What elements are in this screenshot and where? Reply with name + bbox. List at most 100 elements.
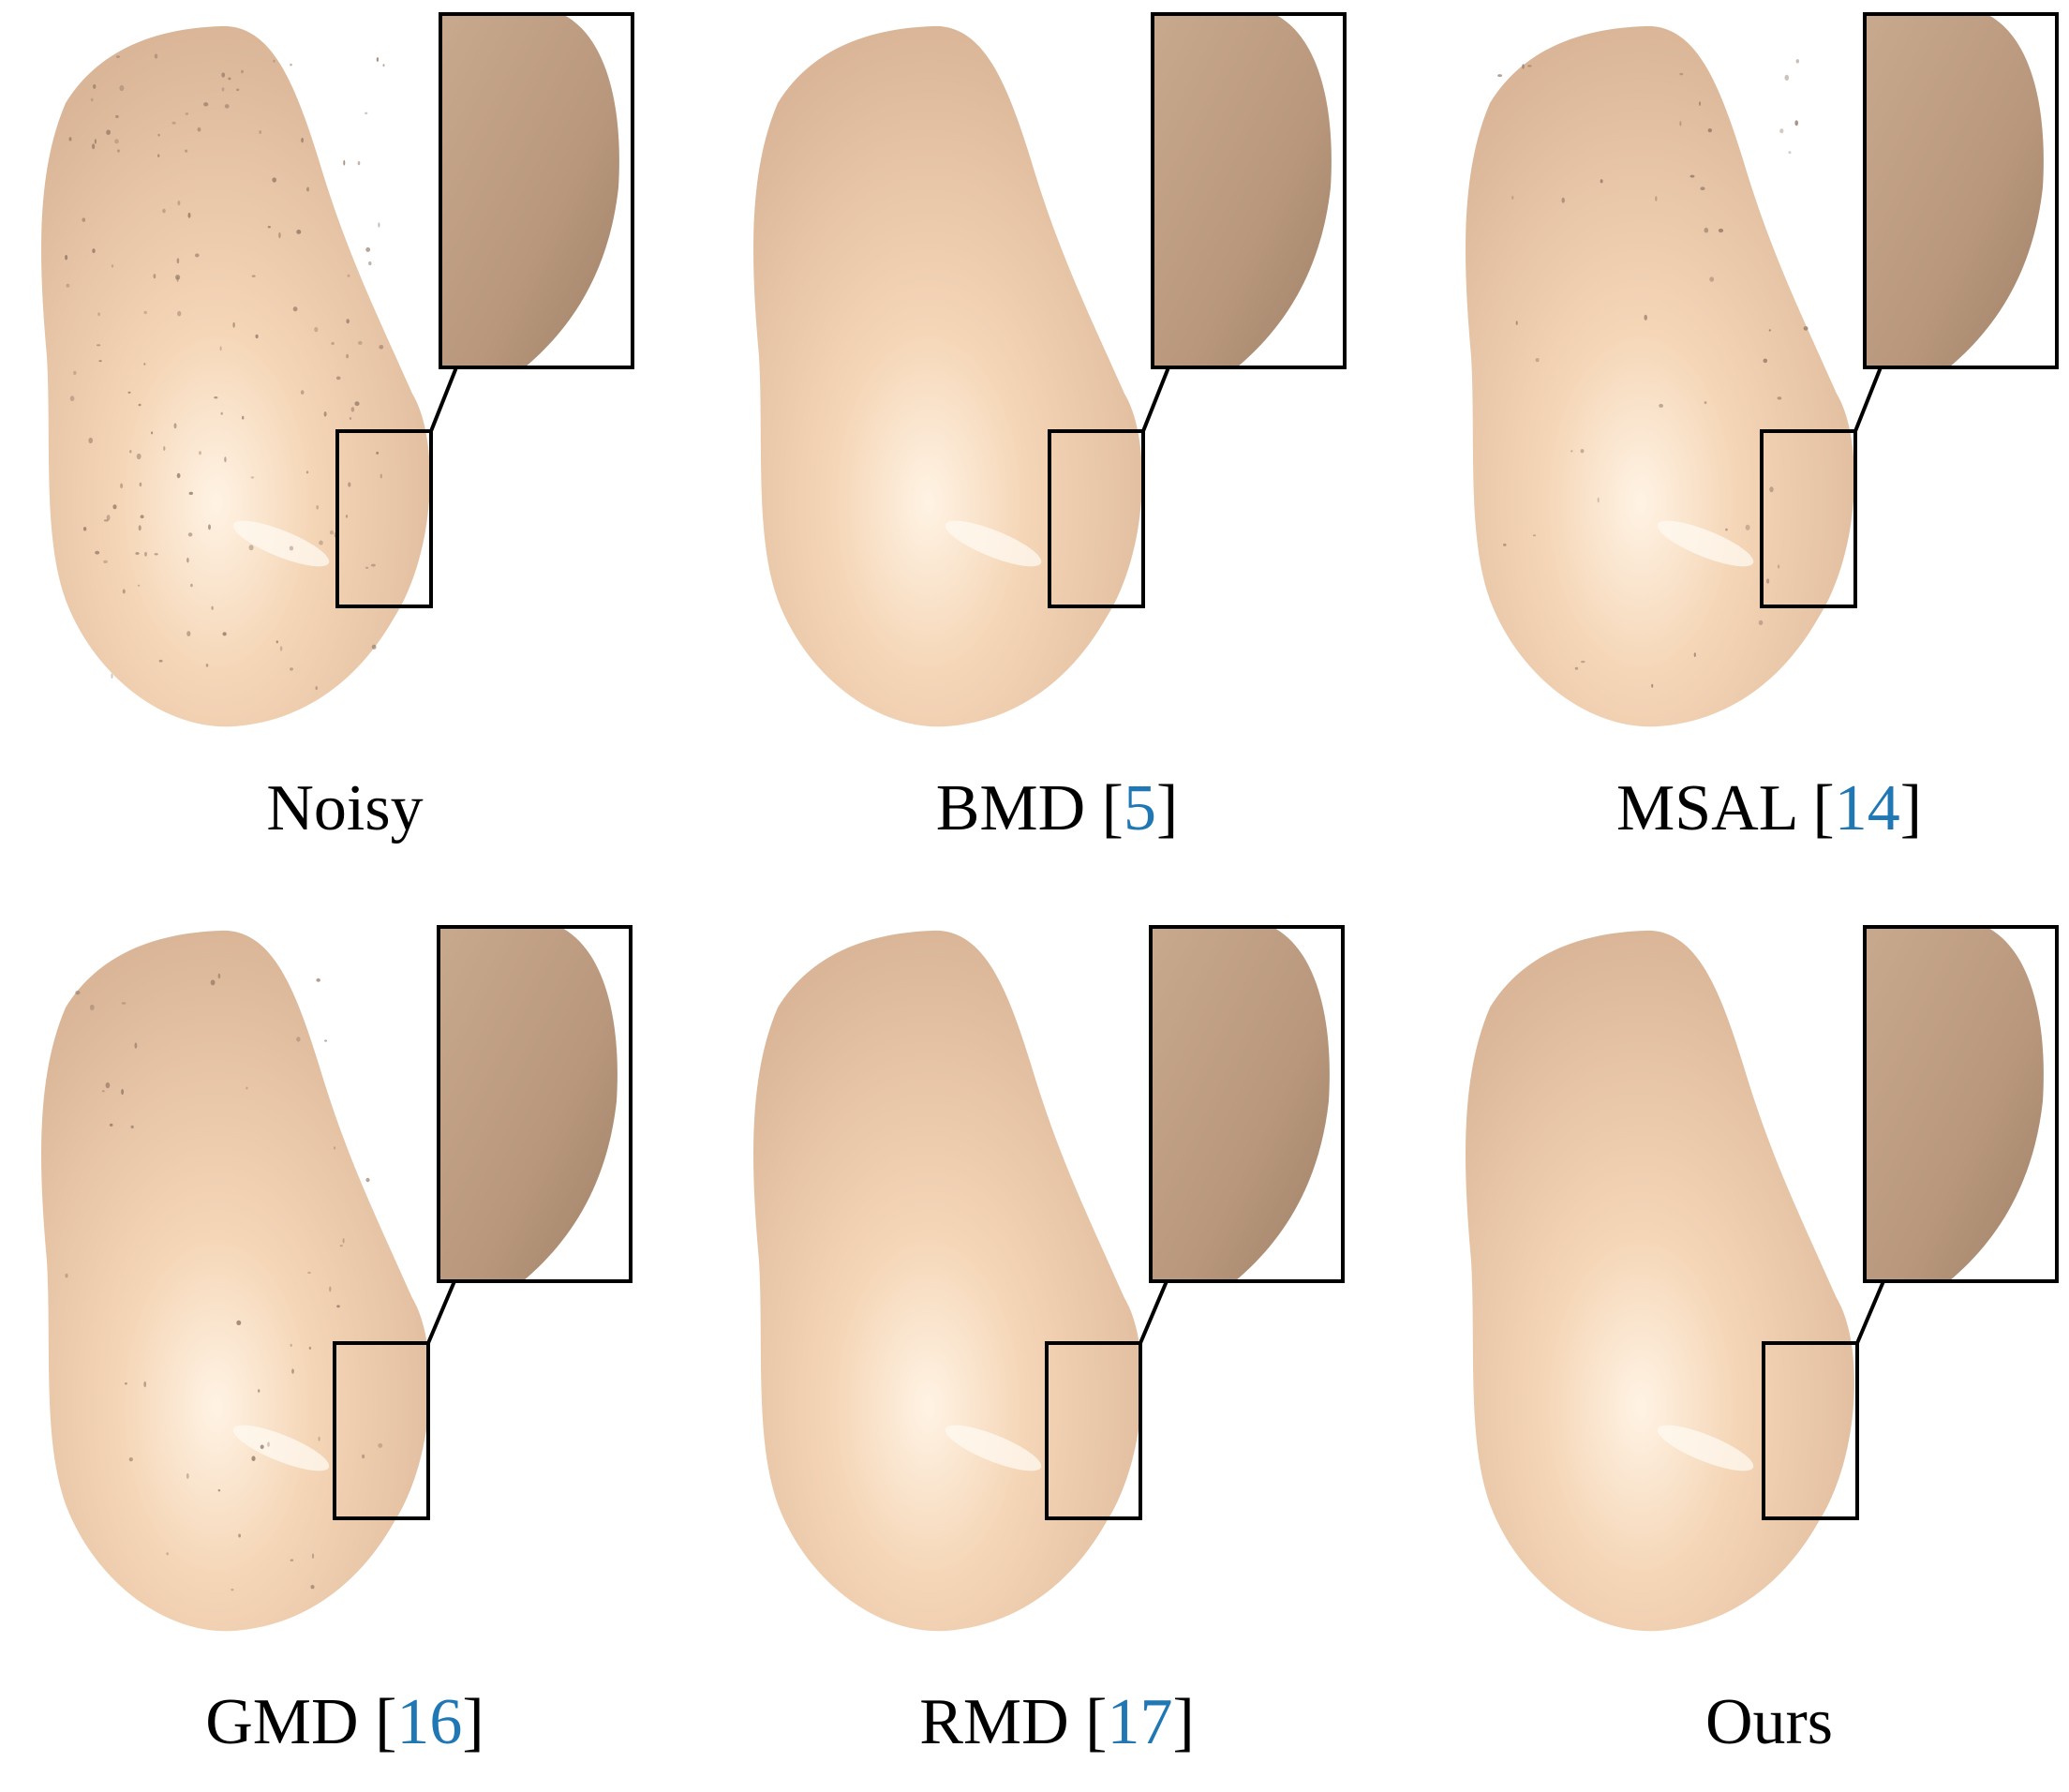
specular-highlight xyxy=(945,520,1042,567)
noise-speck xyxy=(251,1456,256,1461)
citation-ref[interactable]: 14 xyxy=(1834,772,1900,844)
noise-speck xyxy=(143,1381,147,1388)
noise-speck xyxy=(122,589,126,594)
noise-speck xyxy=(365,566,369,569)
noise-speck xyxy=(251,275,256,277)
specular-highlight xyxy=(232,520,330,567)
noise-speck xyxy=(1679,121,1682,127)
noise-speck xyxy=(335,376,341,381)
noise-speck xyxy=(246,1086,248,1090)
zoom-region-box xyxy=(333,1341,430,1520)
noise-speck xyxy=(1689,174,1695,178)
mesh-shape xyxy=(1466,25,1854,727)
noise-speck xyxy=(187,212,191,218)
noise-speck xyxy=(267,1441,270,1447)
noise-speck xyxy=(162,208,166,214)
noise-speck xyxy=(125,1382,127,1385)
method-name: Noisy xyxy=(266,772,424,844)
noise-speck xyxy=(1644,314,1647,321)
noise-speck xyxy=(195,253,200,258)
noise-speck xyxy=(267,226,271,229)
noise-speck xyxy=(301,137,304,143)
noise-speck xyxy=(1659,403,1663,408)
noise-speck xyxy=(311,1553,315,1559)
noise-speck xyxy=(171,121,176,125)
noise-speck xyxy=(1655,196,1658,202)
noise-speck xyxy=(221,87,225,92)
noise-speck xyxy=(1693,652,1696,657)
citation-ref[interactable]: 5 xyxy=(1123,772,1156,844)
noise-speck xyxy=(248,545,254,551)
noise-speck xyxy=(134,1042,138,1049)
noise-speck xyxy=(140,515,144,519)
noise-speck xyxy=(66,283,70,288)
zoom-connector-line xyxy=(1141,366,1170,432)
citation-ref[interactable]: 16 xyxy=(396,1686,463,1758)
panel-bmd: BMD [5] xyxy=(712,0,1402,878)
noise-speck xyxy=(221,72,226,78)
mesh-render xyxy=(1466,12,2059,727)
panel-caption: MSAL [14] xyxy=(1615,772,1922,844)
noise-speck xyxy=(308,1346,312,1350)
noise-speck xyxy=(95,550,100,555)
noise-speck xyxy=(305,187,310,192)
noise-speck xyxy=(310,1585,315,1590)
noise-speck xyxy=(1725,528,1728,531)
panel-caption: GMD [16] xyxy=(205,1686,484,1758)
noise-speck xyxy=(127,391,131,394)
noise-speck xyxy=(121,1002,127,1005)
zoom-connector-line xyxy=(1139,1280,1168,1344)
noise-speck xyxy=(231,1589,234,1591)
noise-speck xyxy=(117,149,120,153)
noise-speck xyxy=(296,230,302,234)
noise-speck xyxy=(1561,197,1565,203)
zoom-inset xyxy=(437,925,633,1283)
noise-speck xyxy=(88,437,93,444)
panel-rmd: RMD [17] xyxy=(712,914,1402,1792)
zoom-inset xyxy=(1863,925,2059,1283)
noise-speck xyxy=(176,472,181,479)
noise-speck xyxy=(186,631,191,636)
noise-speck xyxy=(346,319,350,324)
noise-dots xyxy=(65,973,383,1591)
panel-caption: Noisy xyxy=(0,776,690,842)
noise-speck xyxy=(197,127,201,132)
noise-speck xyxy=(343,159,346,166)
noise-speck xyxy=(357,161,361,166)
noise-speck xyxy=(65,254,68,261)
noise-speck xyxy=(323,411,327,417)
noise-speck xyxy=(376,451,380,455)
panel-caption: Ours xyxy=(1424,1690,2069,1755)
noise-speck xyxy=(342,1238,345,1244)
noise-speck xyxy=(1704,227,1709,233)
noise-speck xyxy=(1580,449,1585,454)
noise-speck xyxy=(1777,396,1782,400)
mesh-render xyxy=(753,925,1345,1632)
zoom-connector-line xyxy=(426,1280,456,1344)
noise-speck xyxy=(94,139,97,144)
noise-speck xyxy=(1758,620,1764,626)
citation-ref[interactable]: 17 xyxy=(1107,1686,1173,1758)
mesh-shape xyxy=(41,25,430,727)
noise-speck xyxy=(103,519,109,522)
noise-speck xyxy=(378,222,380,228)
noise-speck xyxy=(120,483,124,489)
noise-speck xyxy=(1532,534,1537,537)
mesh-render xyxy=(1466,925,2059,1632)
noise-speck xyxy=(368,261,372,266)
noise-speck xyxy=(319,540,323,545)
mesh-shape xyxy=(753,930,1142,1632)
mesh-shape xyxy=(1466,930,1854,1632)
noise-speck xyxy=(379,345,384,350)
noise-speck xyxy=(186,557,189,563)
noise-speck xyxy=(357,340,363,345)
noise-speck xyxy=(75,991,81,995)
zoom-connector-line xyxy=(1853,366,1883,432)
noise-speck xyxy=(347,274,350,277)
noise-speck xyxy=(371,644,377,650)
noise-dots xyxy=(65,53,385,691)
noise-speck xyxy=(1535,358,1540,363)
noise-speck xyxy=(190,583,193,588)
noise-speck xyxy=(115,114,119,119)
noise-speck xyxy=(329,530,335,535)
